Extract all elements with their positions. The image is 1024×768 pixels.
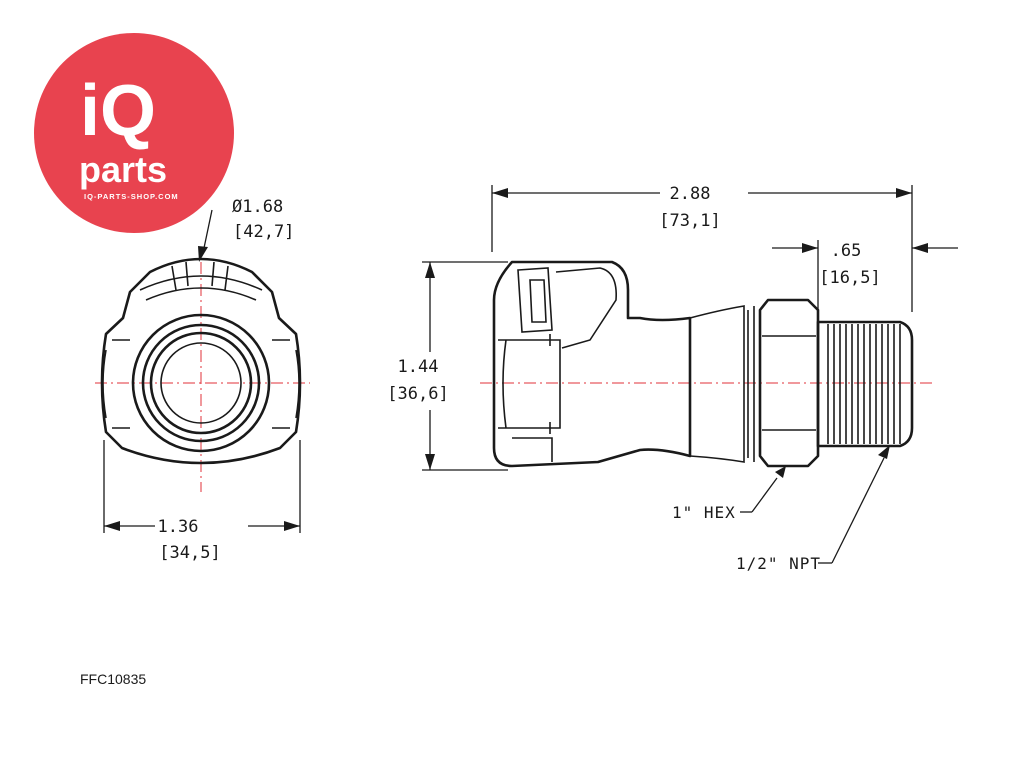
npt-leader (831, 457, 885, 564)
logo-parts-text: parts (79, 149, 167, 190)
side-thread-body (816, 320, 914, 448)
front-mid-ring (141, 323, 261, 443)
side-hex-flats (747, 306, 816, 462)
height-in-label: 1.44 (398, 357, 439, 377)
thread-len-mm-label: [16,5] (819, 268, 880, 288)
height-arrow-bottom (425, 454, 435, 470)
thread-arrow-right (912, 243, 928, 253)
logo-iq-text: iQ (80, 71, 156, 151)
front-view: Ø1.68 [42,7] 1.36 [34,5] (95, 197, 310, 563)
diameter-leader (203, 209, 213, 249)
side-view: 2.88 [73,1] .65 [16,5] 1.44 [36,6] 1" HE… (387, 184, 958, 573)
hex-label: 1" HEX (672, 503, 736, 522)
front-bore (160, 342, 242, 424)
diameter-mm-label: [42,7] (233, 222, 294, 242)
length-in-label: 2.88 (670, 184, 711, 204)
height-arrow-top (425, 262, 435, 278)
npt-label: 1/2" NPT (736, 554, 821, 573)
width-in-label: 1.36 (158, 517, 199, 537)
hex-leader (751, 477, 778, 513)
length-arrow-left (492, 188, 508, 198)
diameter-in-label: Ø1.68 (232, 197, 283, 217)
front-latch-ribs (171, 261, 229, 291)
length-mm-label: [73,1] (659, 211, 720, 231)
side-coupling-body (492, 260, 692, 468)
side-latch (517, 267, 617, 349)
height-mm-label: [36,6] (387, 384, 448, 404)
thread-len-in-label: .65 (831, 241, 862, 261)
thread-arrow-left (802, 243, 818, 253)
diameter-arrowhead (198, 246, 208, 262)
part-code: FFC10835 (80, 671, 146, 687)
front-outer-ring (131, 313, 271, 453)
width-mm-label: [34,5] (159, 543, 220, 563)
npt-arrowhead (878, 445, 890, 459)
logo-site-text: IQ-PARTS-SHOP.COM (84, 192, 179, 201)
logo-circle (34, 33, 234, 233)
front-latch-top (139, 275, 263, 301)
side-hex-nut (758, 298, 820, 468)
width-arrow-left (104, 521, 120, 531)
side-thread-ridges (827, 324, 901, 444)
front-body-outline (100, 257, 302, 465)
iq-parts-logo[interactable]: iQ parts IQ-PARTS-SHOP.COM (34, 33, 234, 233)
hex-arrowhead (775, 466, 786, 478)
side-neck (689, 305, 745, 463)
side-face-detail (498, 334, 561, 462)
front-inner-ring (149, 331, 253, 435)
front-lug-left (102, 339, 130, 429)
front-lug-right (272, 339, 300, 429)
width-arrow-right (284, 521, 300, 531)
length-arrow-right (896, 188, 912, 198)
